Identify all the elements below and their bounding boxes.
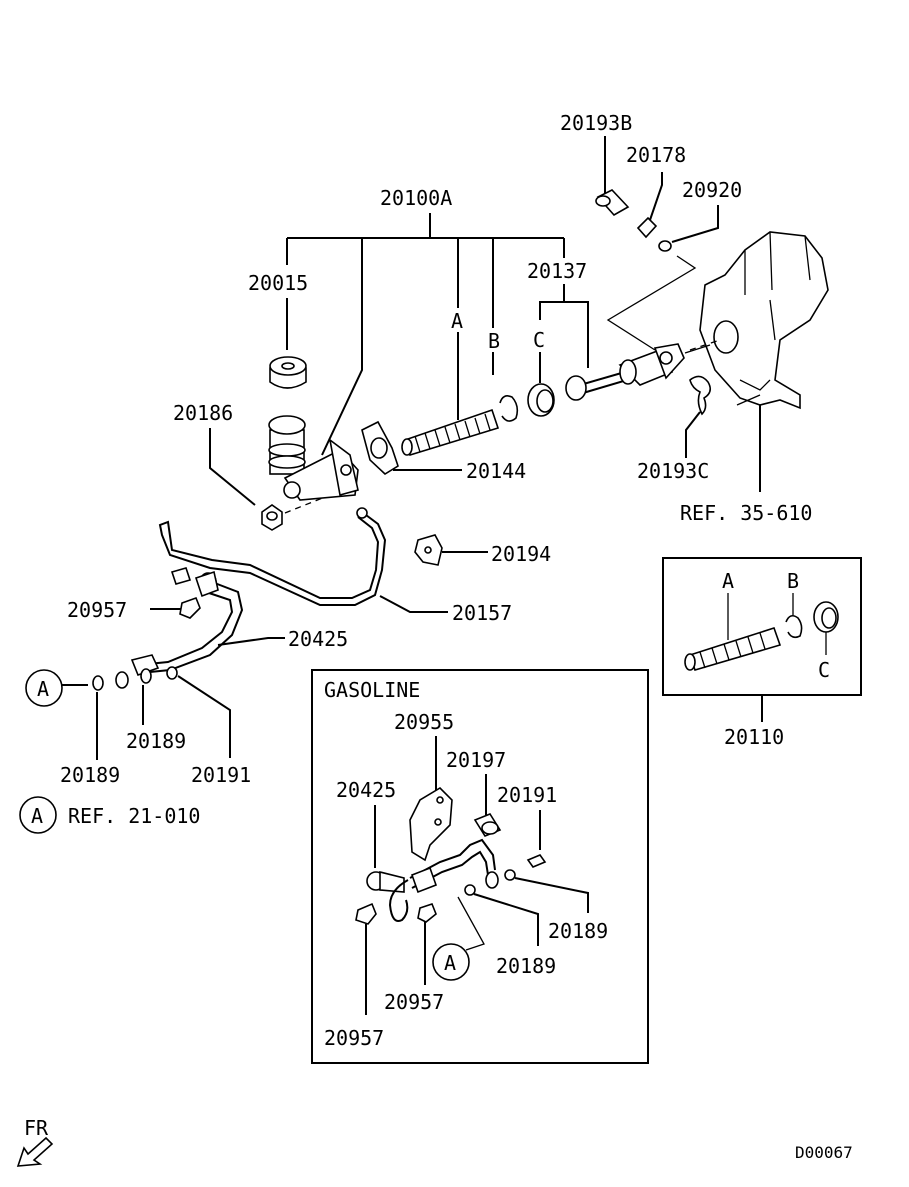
seal-c (527, 383, 555, 417)
circle-a-label: A (37, 677, 49, 701)
label-20137: 20137 (527, 259, 587, 283)
inset-letter-b: B (787, 569, 799, 593)
ref-21-010: A REF. 21-010 (19, 796, 200, 834)
gasoline-box: GASOLINE 20955 20197 20191 20425 20957 (311, 669, 649, 1064)
front-direction-arrow: FR (16, 1116, 54, 1167)
part-20957-main: 20957 (67, 596, 201, 622)
label-20955: 20955 (394, 710, 454, 734)
inset-20110: A B C 20110 (662, 557, 862, 749)
part-20178: 20178 (626, 143, 686, 239)
snap-ring-b (499, 395, 519, 422)
circle-a-left: A (25, 669, 88, 707)
label-20425-main: 20425 (288, 627, 348, 651)
inset-letter-c: C (818, 658, 830, 682)
label-20957-gas-a: 20957 (384, 990, 444, 1014)
label-20194: 20194 (491, 542, 551, 566)
label-20193b: 20193B (560, 111, 632, 135)
circle-a-ref-label: A (31, 804, 43, 828)
letter-b: B (488, 329, 500, 353)
label-20015: 20015 (248, 271, 308, 295)
label-20189-gas-b: 20189 (496, 954, 556, 978)
master-cylinder (268, 415, 359, 501)
label-20197: 20197 (446, 748, 506, 772)
label-20189-left: 20189 (60, 763, 120, 787)
label-20157: 20157 (452, 601, 512, 625)
part-20157: 20157 (158, 507, 512, 625)
label-ref-21-010: REF. 21-010 (68, 804, 200, 828)
part-20193b: 20193B (560, 111, 632, 217)
part-20920: 20920 (606, 178, 742, 351)
label-20957-gas-b: 20957 (324, 1026, 384, 1050)
label-20144: 20144 (466, 459, 526, 483)
label-20957-main: 20957 (67, 598, 127, 622)
part-20144: 20144 (361, 420, 526, 483)
boot-a (401, 408, 500, 456)
letter-a: A (451, 309, 463, 333)
part-20100a: 20100A (286, 186, 565, 456)
part-20015: 20015 (248, 271, 308, 389)
gasoline-title: GASOLINE (324, 678, 420, 702)
label-20191-left: 20191 (191, 763, 251, 787)
drawing-code: D00067 (795, 1143, 853, 1162)
letter-c: C (533, 328, 545, 352)
label-fr: FR (24, 1116, 49, 1140)
part-20137: 20137 (527, 259, 589, 368)
label-20100a: 20100A (380, 186, 452, 210)
label-20186: 20186 (173, 401, 233, 425)
label-20191-gas: 20191 (497, 783, 557, 807)
label-20178: 20178 (626, 143, 686, 167)
label-20920: 20920 (682, 178, 742, 202)
part-20186: 20186 (173, 401, 336, 531)
label-20189-mid: 20189 (126, 729, 186, 753)
label-20110: 20110 (724, 725, 784, 749)
circle-a-gas-label: A (444, 951, 456, 975)
label-20193c: 20193C (637, 459, 709, 483)
part-20194: 20194 (414, 534, 551, 566)
label-20425-gas: 20425 (336, 778, 396, 802)
part-20425: 20425 (130, 570, 348, 677)
part-20193c: 20193C (637, 375, 712, 483)
inset-letter-a: A (722, 569, 734, 593)
release-cylinder (565, 339, 721, 401)
part-20189-left: 20189 20189 20191 (60, 666, 251, 787)
transmission-housing (699, 231, 829, 410)
label-20189-gas-a: 20189 (548, 919, 608, 943)
label-ref-35-610: REF. 35-610 (680, 501, 812, 525)
